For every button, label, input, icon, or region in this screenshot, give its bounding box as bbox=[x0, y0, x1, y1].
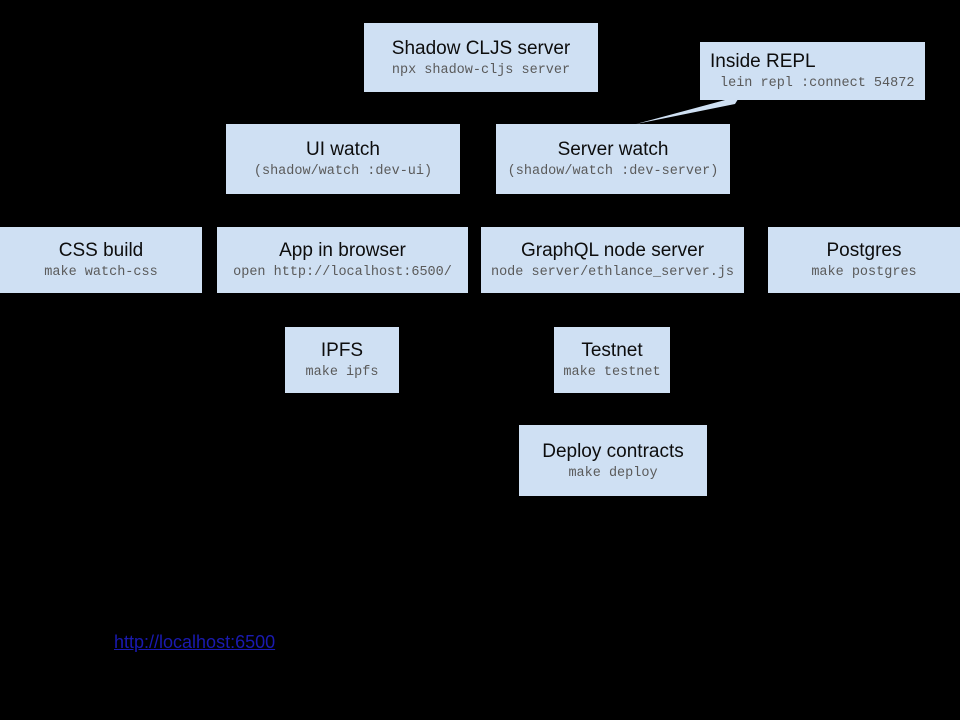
node-command: lein repl :connect 54872 bbox=[720, 76, 915, 91]
node-title: UI watch bbox=[306, 139, 380, 160]
node-css-build: CSS build make watch-css bbox=[0, 227, 202, 293]
node-command: node server/ethlance_server.js bbox=[490, 265, 735, 280]
node-title: Deploy contracts bbox=[542, 440, 684, 462]
node-deploy-contracts: Deploy contracts make deploy bbox=[519, 425, 707, 496]
node-app-in-browser: App in browser open http://localhost:6500… bbox=[217, 227, 468, 293]
node-testnet: Testnet make testnet bbox=[554, 327, 670, 393]
repl-callout-tail-shape bbox=[636, 96, 740, 124]
node-title: IPFS bbox=[320, 340, 364, 361]
node-command: make watch-css bbox=[44, 265, 158, 280]
node-title: Shadow CLJS server bbox=[391, 37, 571, 59]
node-ui-watch: UI watch (shadow/watch :dev-ui) bbox=[226, 124, 460, 194]
node-command: make deploy bbox=[568, 465, 658, 481]
node-command: (shadow/watch :dev-server) bbox=[507, 164, 719, 179]
node-command: make ipfs bbox=[305, 365, 379, 380]
node-postgres: Postgres make postgres bbox=[768, 227, 960, 293]
node-title: Testnet bbox=[581, 340, 643, 361]
node-graphql-node-server: GraphQL node server node server/ethlance_… bbox=[481, 227, 744, 293]
node-title: Inside REPL bbox=[710, 51, 816, 72]
node-ipfs: IPFS make ipfs bbox=[285, 327, 399, 393]
node-title: CSS build bbox=[58, 240, 144, 261]
node-title: Postgres bbox=[826, 240, 902, 261]
node-title: GraphQL node server bbox=[520, 240, 705, 261]
node-command: npx shadow-cljs server bbox=[391, 62, 571, 78]
node-command: make postgres bbox=[811, 265, 917, 280]
node-command: (shadow/watch :dev-ui) bbox=[253, 164, 433, 179]
node-title: Server watch bbox=[557, 139, 669, 160]
node-inside-repl: Inside REPL lein repl :connect 54872 bbox=[700, 42, 925, 100]
repl-callout-tail bbox=[630, 96, 740, 128]
node-server-watch: Server watch (shadow/watch :dev-server) bbox=[496, 124, 730, 194]
node-title: App in browser bbox=[279, 240, 406, 261]
localhost-link[interactable]: http://localhost:6500 bbox=[114, 632, 276, 652]
node-shadow-cljs-server: Shadow CLJS server npx shadow-cljs server bbox=[364, 23, 598, 92]
node-command: open http://localhost:6500/ bbox=[233, 265, 452, 280]
node-command: make testnet bbox=[563, 365, 661, 380]
